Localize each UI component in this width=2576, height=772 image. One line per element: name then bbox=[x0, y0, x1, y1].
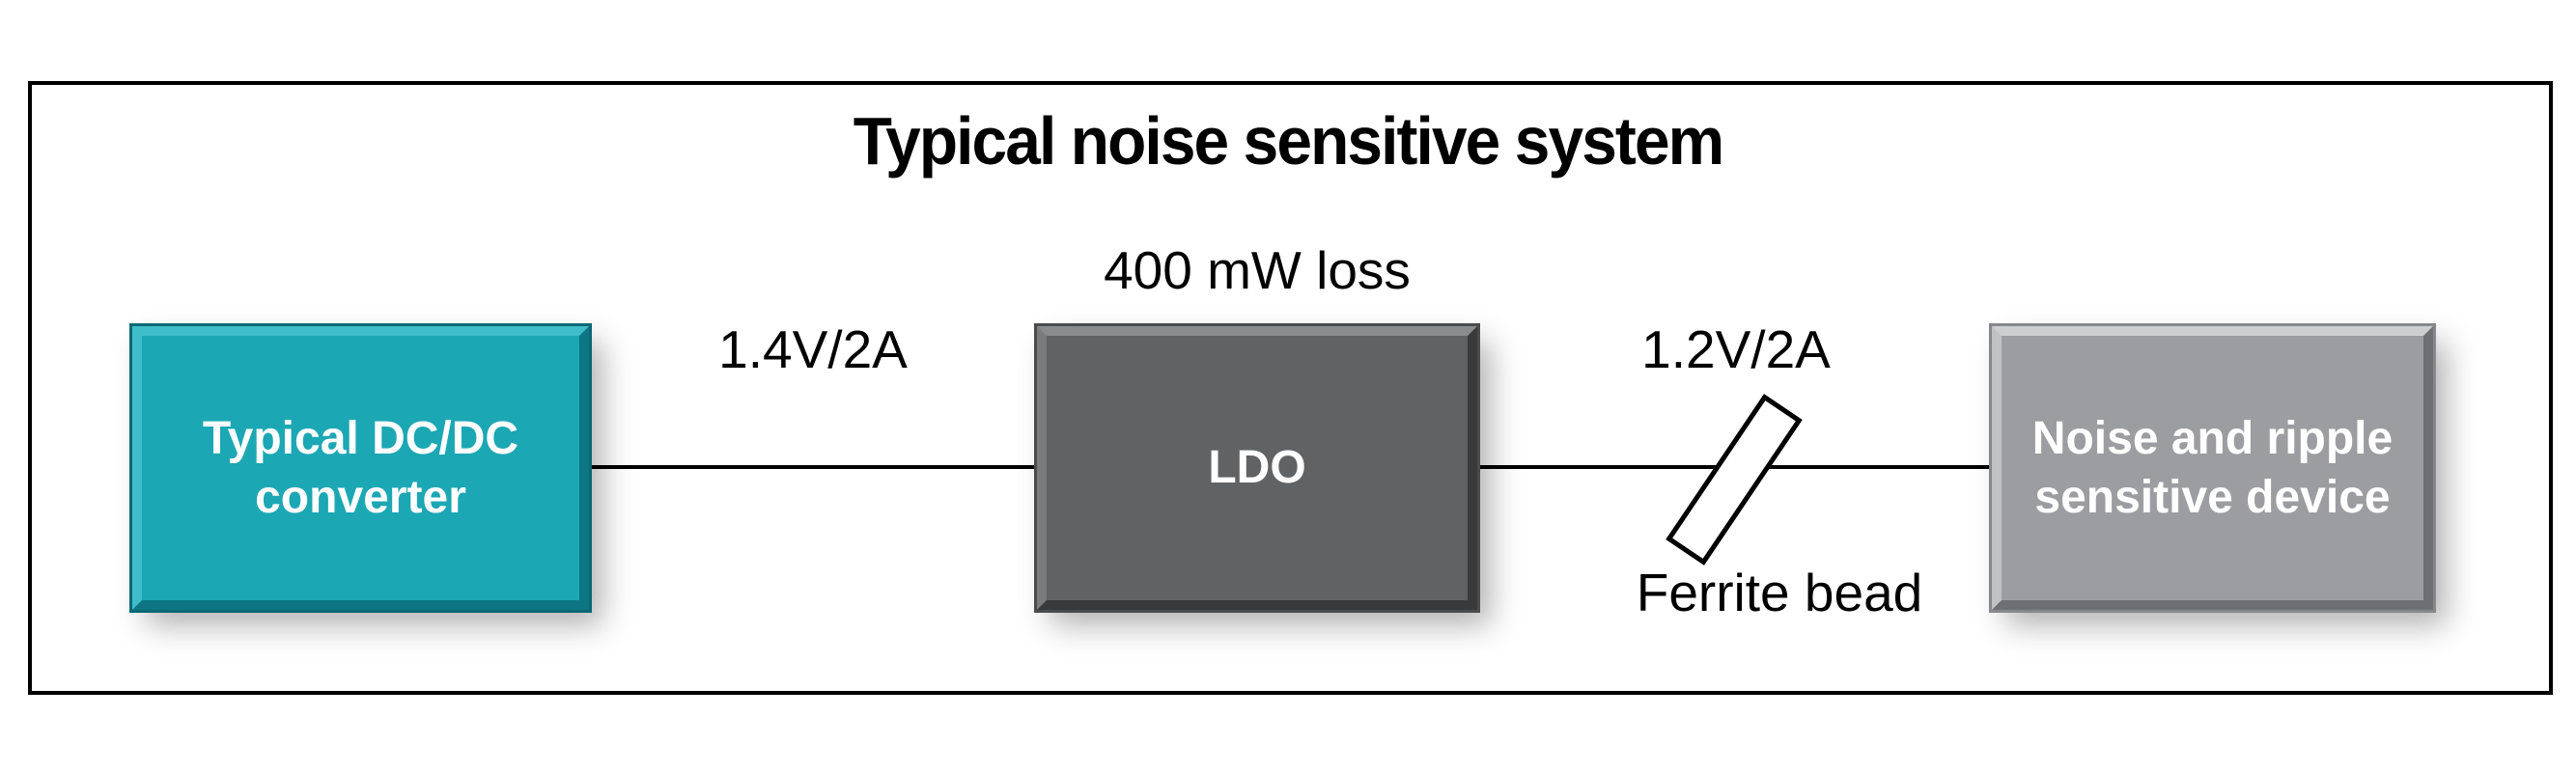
label-ferrite-bead: Ferrite bead bbox=[1636, 563, 1923, 622]
block-dcdc-converter: Typical DC/DC converter bbox=[129, 323, 592, 613]
label-ldo-power-loss: 400 mW loss bbox=[1104, 240, 1411, 300]
block-ldo: LDO bbox=[1034, 323, 1480, 613]
label-net1-voltage-current: 1.4V/2A bbox=[718, 319, 908, 379]
block-noise-sensitive-device: Noise and ripple sensitive device bbox=[1989, 323, 2436, 613]
wire-dcdc-to-ldo bbox=[583, 465, 1043, 469]
block-noise-sensitive-device-label: Noise and ripple sensitive device bbox=[2031, 412, 2394, 523]
diagram-title: Typical noise sensitive system bbox=[853, 103, 1724, 179]
block-dcdc-converter-label: Typical DC/DC converter bbox=[202, 412, 519, 523]
block-ldo-label: LDO bbox=[1208, 442, 1306, 494]
label-net2-voltage-current: 1.2V/2A bbox=[1641, 319, 1831, 379]
